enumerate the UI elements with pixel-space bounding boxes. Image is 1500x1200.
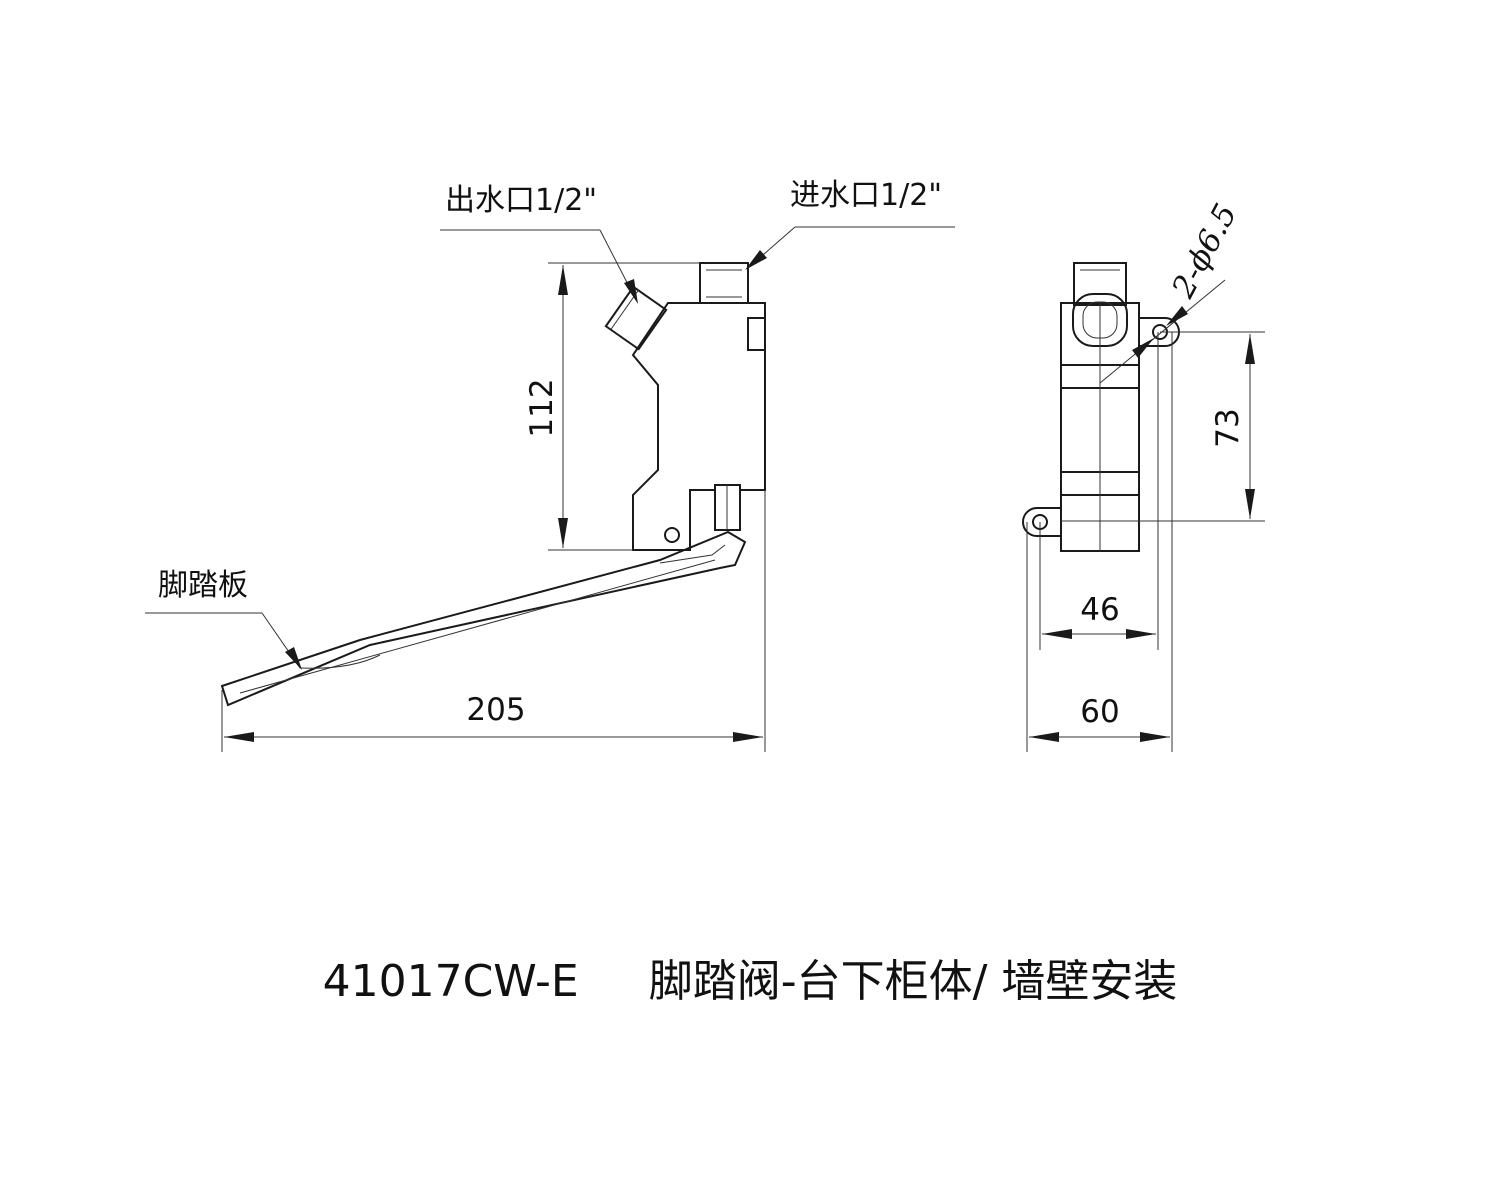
pedal-label: 脚踏板 [158, 568, 248, 603]
pedal-plate [220, 530, 747, 707]
outlet-label: 出水口1/2" [445, 183, 597, 218]
inlet-label: 进水口1/2" [790, 178, 942, 213]
model-number: 41017CW-E [322, 956, 579, 1007]
drawing-caption: 41017CW-E 脚踏阀-台下柜体/ 墙壁安装 [0, 945, 1500, 1009]
dimension-73: 73 [1210, 408, 1246, 447]
holes-label: 2-ϕ6.5 [1165, 198, 1245, 305]
dimension-205: 205 [466, 692, 525, 728]
dimension-46: 46 [1080, 592, 1119, 628]
product-description: 脚踏阀-台下柜体/ 墙壁安装 [648, 956, 1178, 1007]
dimension-112: 112 [524, 378, 560, 437]
dimension-60: 60 [1080, 694, 1119, 730]
valve-body [631, 302, 766, 551]
front-view [1022, 262, 1265, 752]
side-view [145, 226, 955, 752]
